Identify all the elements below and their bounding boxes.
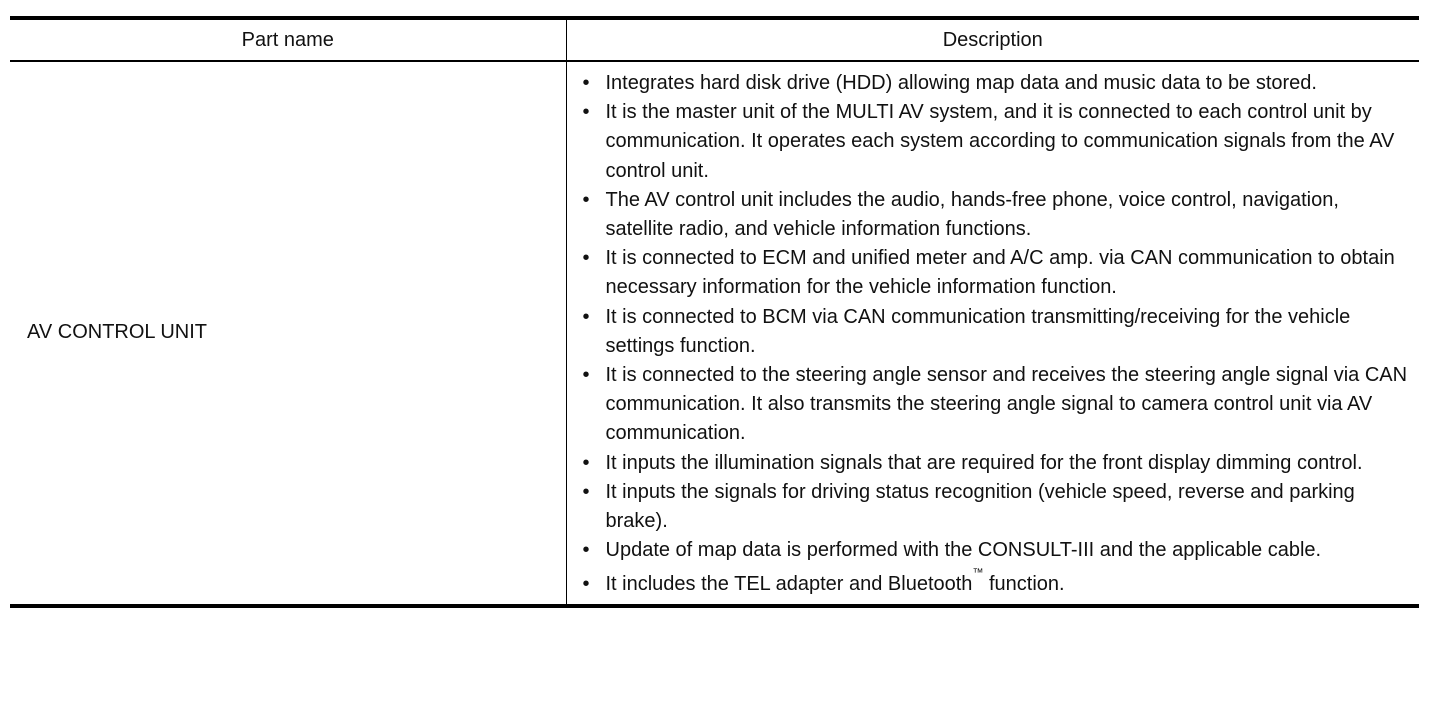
header-part-name: Part name xyxy=(10,18,567,62)
bullet-icon: • xyxy=(582,364,590,387)
description-item: • It includes the TEL adapter and Bluetoo… xyxy=(582,567,1412,599)
bullet-icon: • xyxy=(582,573,590,596)
description-item: • It is connected to BCM via CAN communic… xyxy=(583,303,1412,361)
description-text: function. xyxy=(983,573,1065,596)
description-text: It inputs the illumination signals that … xyxy=(605,451,1363,474)
bullet-icon: • xyxy=(582,247,590,270)
description-text: It is connected to the steering angle se… xyxy=(605,364,1408,445)
bullet-icon: • xyxy=(582,188,590,211)
description-item: • It inputs the illumination signals that… xyxy=(583,449,1412,478)
bullet-icon: • xyxy=(582,451,590,474)
bullet-icon: • xyxy=(582,539,590,562)
description-text: It is connected to BCM via CAN communica… xyxy=(605,305,1351,357)
description-text: Integrates hard disk drive (HDD) allowin… xyxy=(605,72,1317,94)
trademark-symbol: ™ xyxy=(972,567,984,580)
description-item: • It is connected to the steering angle s… xyxy=(583,361,1412,449)
description-item: • It inputs the signals for driving statu… xyxy=(583,478,1412,536)
description-item: • It is the master unit of the MULTI AV s… xyxy=(583,98,1412,186)
description-text: It inputs the signals for driving status… xyxy=(605,480,1355,533)
description-item: • Update of map data is performed with th… xyxy=(583,536,1412,565)
part-description-table: Part name Description AV CONTROL UNIT • I… xyxy=(10,16,1419,608)
description-text: It is connected to ECM and unified meter… xyxy=(605,247,1395,299)
description-item: • Integrates hard disk drive (HDD) allowi… xyxy=(583,69,1412,98)
description-text: It is the master unit of the MULTI AV sy… xyxy=(605,101,1395,182)
part-name-cell: AV CONTROL UNIT xyxy=(10,61,567,606)
bullet-icon: • xyxy=(582,101,590,124)
description-text: The AV control unit includes the audio, … xyxy=(605,188,1339,241)
bullet-icon: • xyxy=(582,305,590,328)
description-item: • It is connected to ECM and unified mete… xyxy=(583,244,1412,302)
header-description: Description xyxy=(566,18,1419,62)
table-row: AV CONTROL UNIT • Integrates hard disk dr… xyxy=(10,61,1419,606)
bullet-icon: • xyxy=(582,480,590,503)
description-text: It includes the TEL adapter and Bluetoot… xyxy=(605,573,973,596)
description-cell: • Integrates hard disk drive (HDD) allowi… xyxy=(566,61,1419,606)
description-list: • Integrates hard disk drive (HDD) allowi… xyxy=(567,62,1420,604)
bullet-icon: • xyxy=(582,72,590,94)
description-text: Update of map data is performed with the… xyxy=(605,539,1322,562)
description-item: • The AV control unit includes the audio,… xyxy=(583,186,1412,244)
table-header-row: Part name Description xyxy=(10,18,1419,62)
